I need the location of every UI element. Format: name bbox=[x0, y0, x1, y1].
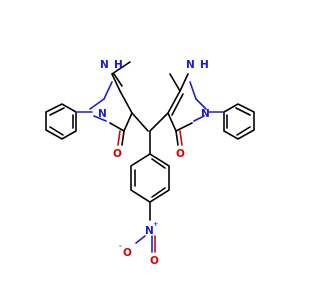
atom-n-right-ph: N bbox=[201, 108, 210, 120]
bond-to-central-ch bbox=[131, 112, 149, 132]
bond bbox=[175, 122, 193, 132]
atom-h-left: H bbox=[114, 59, 123, 71]
atom-n-nitro: N bbox=[145, 225, 154, 237]
bond bbox=[119, 90, 133, 114]
bond bbox=[167, 112, 177, 132]
atom-n-left-ph: N bbox=[98, 108, 107, 120]
bond bbox=[109, 122, 125, 132]
bond bbox=[179, 73, 189, 92]
aromatic-inner-bond bbox=[236, 126, 251, 136]
bond bbox=[195, 98, 207, 110]
atom-n-left-nh: N bbox=[100, 59, 109, 71]
bond-carbonyl-left bbox=[121, 130, 125, 146]
right-phenyl-ring bbox=[207, 103, 255, 140]
aromatic-inner-bond bbox=[151, 158, 166, 169]
central-ch-and-nitrophenyl bbox=[130, 130, 170, 253]
bond-methyl-right bbox=[169, 73, 181, 92]
bond bbox=[193, 115, 205, 122]
left-phenyl-ring bbox=[45, 103, 93, 140]
bond-carbonyl-right bbox=[175, 130, 179, 146]
bond bbox=[103, 81, 113, 100]
charge-o-nitro: - bbox=[119, 242, 122, 250]
bond bbox=[171, 93, 184, 116]
atom-o-left: O bbox=[113, 148, 122, 160]
aromatic-inner-bond bbox=[49, 107, 65, 116]
aromatic-inner-bond bbox=[235, 107, 251, 116]
molecule-structure-diagram: H N N O H N N O bbox=[45, 59, 255, 267]
bond bbox=[123, 112, 133, 132]
bond bbox=[93, 115, 107, 122]
bond-to-central-ch bbox=[149, 112, 169, 132]
aromatic-inner-bond bbox=[151, 187, 166, 198]
bond-carbonyl-left-double bbox=[117, 130, 121, 146]
bond-n-o-minus bbox=[135, 235, 146, 244]
phenyl-hexagon bbox=[45, 103, 77, 140]
nitrophenyl-hexagon bbox=[130, 153, 170, 203]
aromatic-inner-bond bbox=[49, 126, 64, 136]
bond bbox=[111, 73, 121, 92]
atom-n-right-nh: N bbox=[186, 59, 195, 71]
phenyl-hexagon bbox=[223, 103, 255, 140]
right-pyrazolone-ring bbox=[149, 73, 207, 146]
bond-carbonyl-right-double bbox=[179, 130, 183, 146]
atom-o-nitro-minus: O bbox=[123, 247, 132, 259]
bond bbox=[167, 90, 181, 114]
bond bbox=[113, 73, 123, 87]
atom-o-right: O bbox=[176, 148, 185, 160]
atom-o-nitro-double: O bbox=[150, 255, 159, 267]
bond bbox=[189, 81, 197, 100]
bond bbox=[89, 98, 105, 110]
atom-h-right: H bbox=[200, 59, 209, 71]
left-pyrazolone-ring bbox=[89, 61, 149, 146]
charge-n-nitro: + bbox=[153, 220, 158, 228]
bond-methyl-left bbox=[111, 61, 131, 75]
